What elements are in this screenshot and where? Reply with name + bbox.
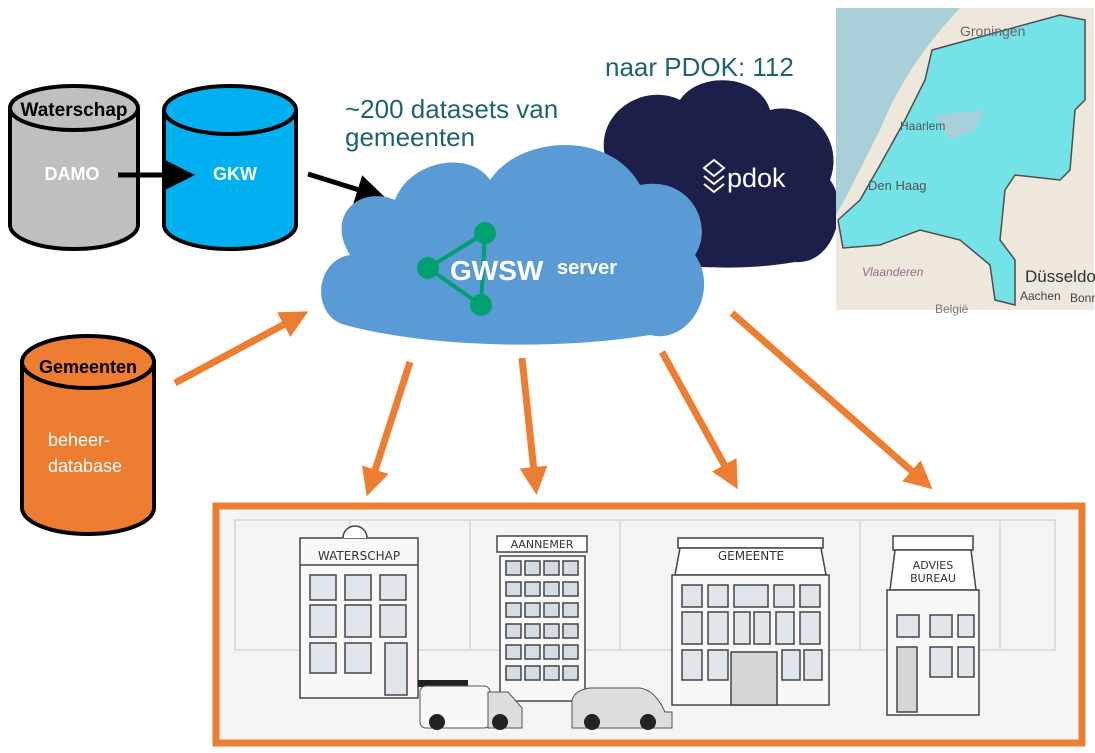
gemeenten-to-gwsw-arrow xyxy=(173,311,309,387)
network-nodes-icon xyxy=(417,222,496,316)
gemeenten-db-line2: database xyxy=(48,456,122,476)
server-label: server xyxy=(557,257,617,279)
building-label-gemeente: GEMEENTE xyxy=(718,549,784,563)
map-label: Groningen xyxy=(960,23,1025,39)
tanker-truck-icon xyxy=(418,680,523,730)
map-label: Vlaanderen xyxy=(862,265,924,279)
datasets-annotation-line2: gemeenten xyxy=(345,122,475,152)
building-label-waterschap: WATERSCHAP xyxy=(318,549,400,563)
gwsw-to-gemeente-arrow xyxy=(658,350,738,490)
building-aannemer xyxy=(496,535,588,702)
map-label: Haarlem xyxy=(900,119,945,133)
datasets-annotation-line1: ~200 datasets van xyxy=(345,94,558,124)
pdok-logo-text: pdok xyxy=(727,163,786,193)
pdok-annotation: naar PDOK: 112 xyxy=(605,52,794,82)
building-gemeente xyxy=(671,537,830,706)
map-label: Düsseldorf xyxy=(1025,267,1095,286)
map-label: Bonn xyxy=(1070,291,1095,305)
gwsw-label: GWSW xyxy=(450,255,544,286)
van-icon xyxy=(571,687,673,730)
building-label-aannemer: AANNEMER xyxy=(511,538,574,551)
waterschap-database: Waterschap DAMO xyxy=(8,84,140,251)
map-label: Aachen xyxy=(1020,289,1061,303)
netherlands-municipalities-map: Groningen Haarlem Den Haag Vlaanderen Dü… xyxy=(836,8,1095,316)
gemeenten-db-line1: beheer- xyxy=(48,430,110,450)
map-label: Den Haag xyxy=(868,178,927,193)
gwsw-server-cloud: GWSW server xyxy=(321,145,705,345)
orange-arrows xyxy=(173,310,933,497)
pdok-logo-icon xyxy=(702,158,726,194)
gemeenten-database: Gemeenten beheer- database xyxy=(20,334,156,536)
gwsw-to-aannemer-arrow xyxy=(518,357,548,495)
gwsw-to-adviesbureau-arrow xyxy=(729,310,933,490)
gkw-database: GKW xyxy=(162,84,298,251)
consumers-panel: WATERSCHAP AANNEMER xyxy=(212,502,1086,747)
gemeenten-db-title: Gemeenten xyxy=(39,357,137,377)
gwsw-to-waterschap-arrow xyxy=(361,360,414,497)
building-adviesbureau xyxy=(886,535,980,716)
building-label-bureau: BUREAU xyxy=(910,572,956,585)
building-waterschap xyxy=(299,525,419,699)
building-label-advies: ADVIES xyxy=(913,559,954,572)
gkw-to-gwsw-arrow xyxy=(307,171,387,204)
gkw-label: GKW xyxy=(213,164,257,184)
map-label: België xyxy=(935,302,969,316)
damo-label: DAMO xyxy=(45,164,100,184)
waterschap-db-title: Waterschap xyxy=(21,100,128,121)
